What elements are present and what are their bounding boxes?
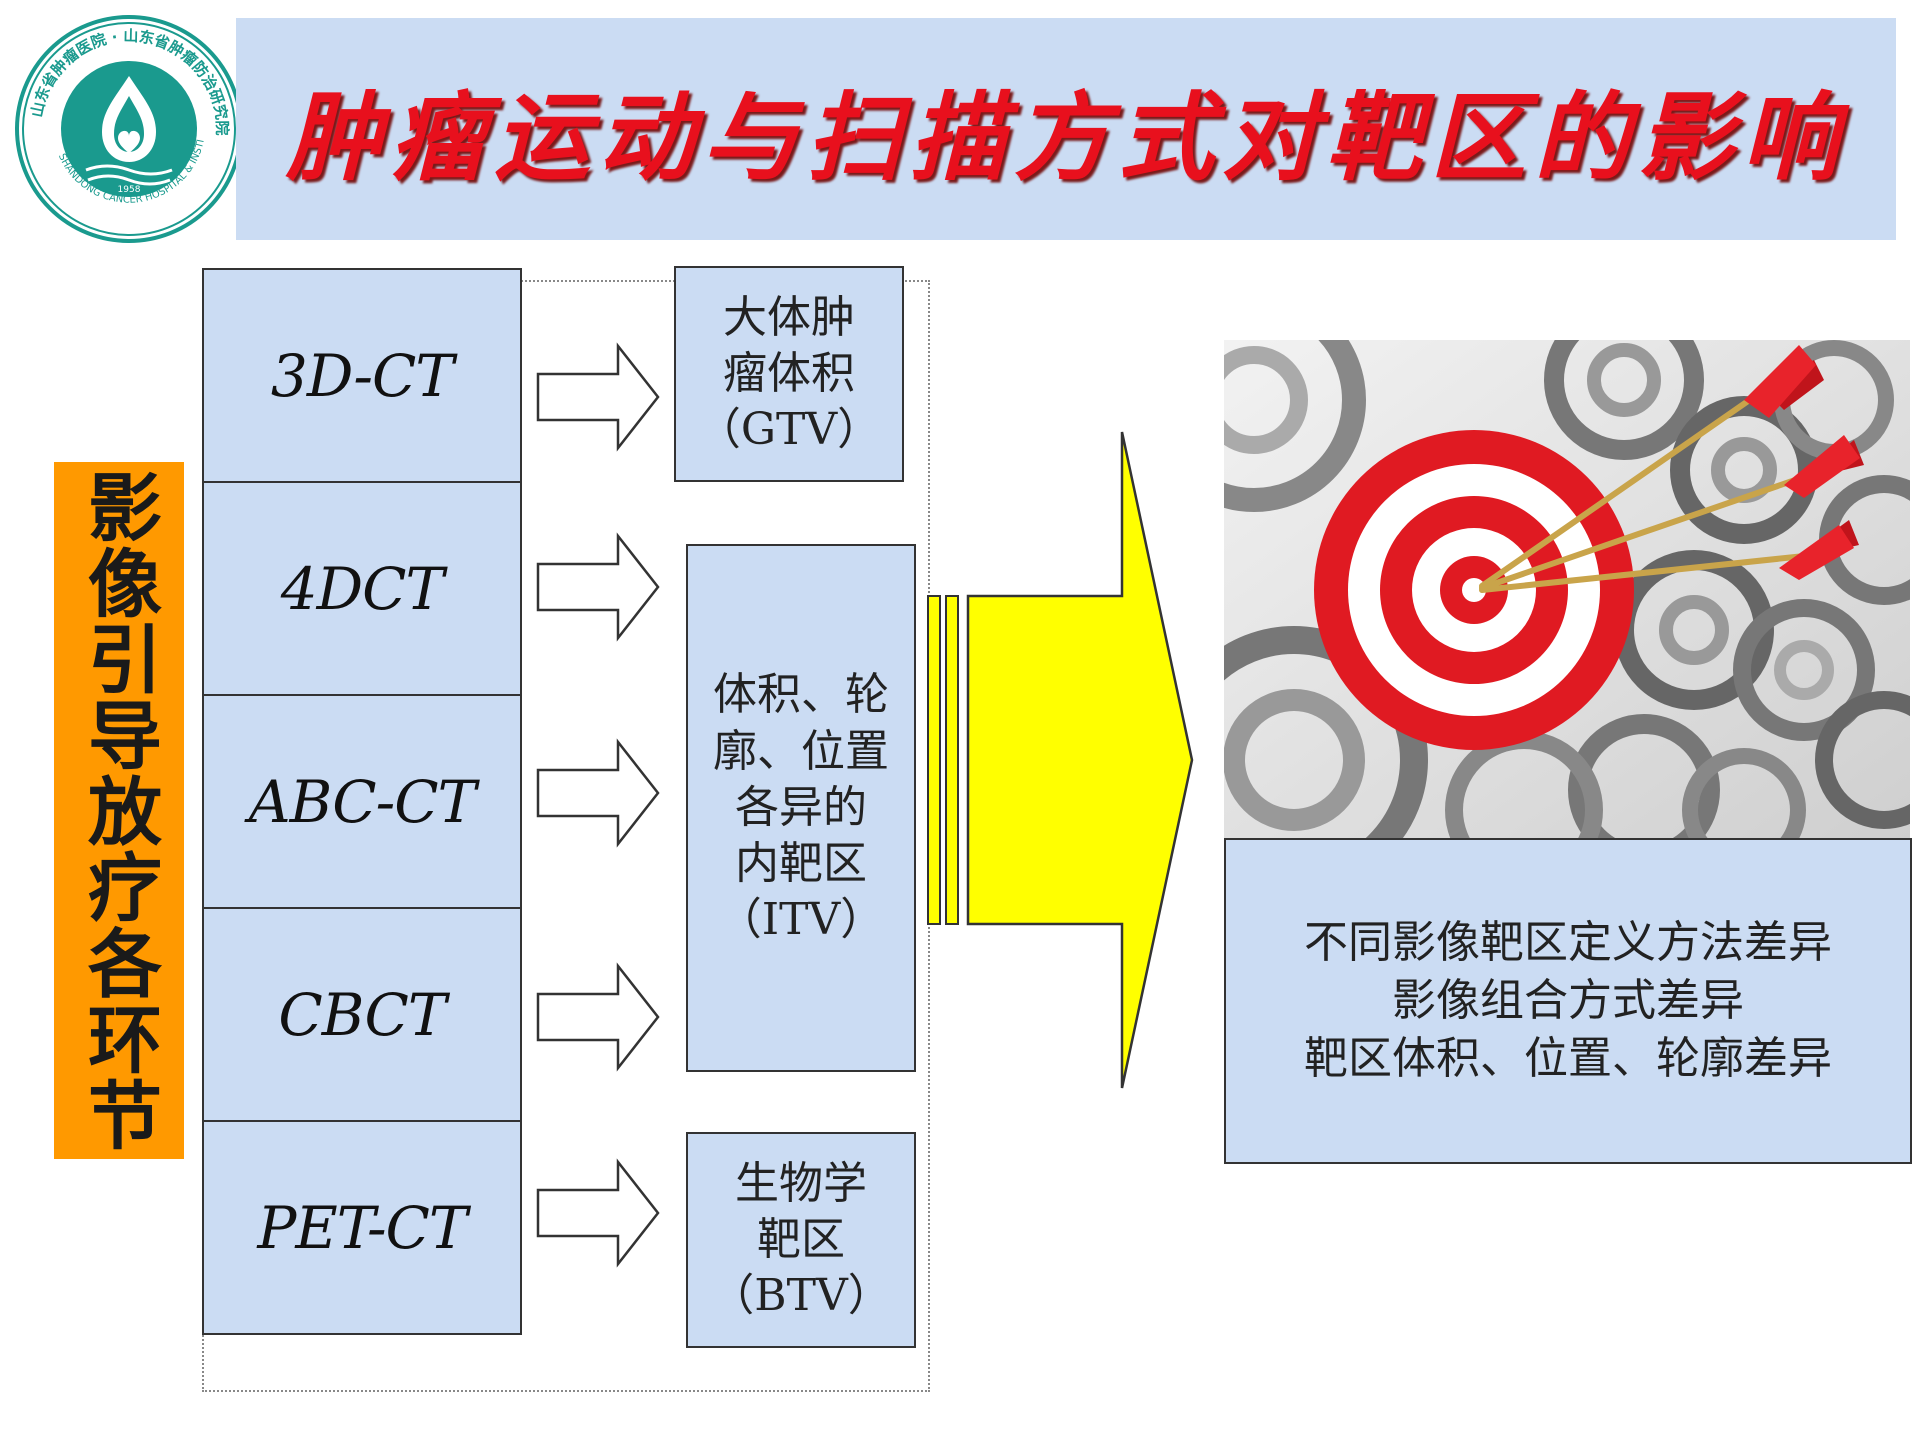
big-arrow-right-icon — [927, 431, 1194, 1089]
modality-box-cbct: CBCT — [202, 907, 522, 1122]
gtv-box: 大体肿 瘤体积 （GTV） — [674, 266, 904, 482]
modality-label: PET-CT — [257, 1193, 467, 1262]
modality-box-4dct: 4DCT — [202, 481, 522, 696]
modality-box-abcct: ABC-CT — [202, 694, 522, 909]
page-title: 肿瘤运动与扫描方式对靶区的影响 — [286, 81, 1846, 194]
result-line: 影像组合方式差异 — [1392, 974, 1744, 1026]
modality-label: CBCT — [278, 980, 446, 1049]
title-banner: 肿瘤运动与扫描方式对靶区的影响 — [236, 18, 1896, 240]
gtv-label: 大体肿 瘤体积 （GTV） — [696, 291, 882, 456]
itv-box: 体积、轮 廓、位置 各异的 内靶区 （ITV） — [686, 544, 916, 1072]
red-bullseye — [1314, 430, 1634, 750]
itv-label: 体积、轮 廓、位置 各异的 内靶区 （ITV） — [713, 669, 889, 946]
arrow-right-icon — [536, 738, 660, 848]
modality-label: 4DCT — [280, 554, 444, 623]
logo-year: 1958 — [118, 185, 141, 195]
result-line: 不同影像靶区定义方法差异 — [1304, 916, 1832, 968]
hospital-logo: 山东省肿瘤医院 · 山东省肿瘤防治研究院 SHANDONG CANCER HOS… — [10, 6, 244, 244]
modality-box-3dct: 3D-CT — [202, 268, 522, 483]
btv-label: 生物学 靶区 （BTV） — [710, 1157, 892, 1322]
arrow-right-icon — [536, 342, 660, 452]
modality-label: ABC-CT — [248, 767, 477, 836]
arrow-right-icon — [536, 1158, 660, 1268]
hospital-seal-icon: 山东省肿瘤医院 · 山东省肿瘤防治研究院 SHANDONG CANCER HOS… — [10, 6, 243, 243]
arrow-right-icon — [536, 532, 660, 642]
arrow-right-icon — [536, 962, 660, 1072]
side-label-text: 影像引导放疗各环节 — [75, 468, 162, 1153]
result-box: 不同影像靶区定义方法差异 影像组合方式差异 靶区体积、位置、轮廓差异 — [1224, 838, 1912, 1164]
btv-box: 生物学 靶区 （BTV） — [686, 1132, 916, 1348]
target-arrows-image — [1224, 340, 1910, 840]
modality-label: 3D-CT — [270, 341, 454, 410]
result-line: 靶区体积、位置、轮廓差异 — [1304, 1033, 1832, 1085]
modality-box-petct: PET-CT — [202, 1120, 522, 1335]
side-label: 影像引导放疗各环节 — [54, 462, 184, 1159]
darts — [1479, 345, 1864, 593]
